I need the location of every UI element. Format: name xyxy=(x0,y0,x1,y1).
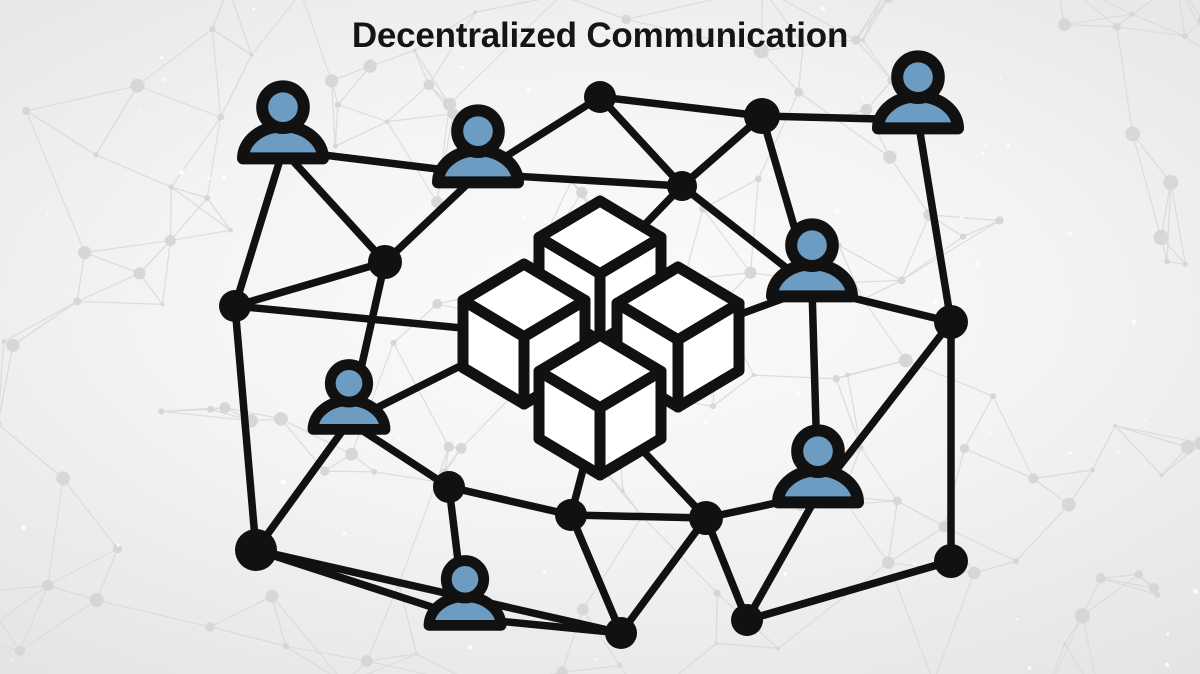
network-link xyxy=(231,258,389,310)
network-link xyxy=(596,93,766,120)
network-node[interactable] xyxy=(555,499,587,531)
network-nodes xyxy=(219,81,968,649)
network-node[interactable] xyxy=(368,245,402,279)
network-link xyxy=(231,302,260,554)
person-right-upper[interactable] xyxy=(766,218,858,303)
network-link xyxy=(567,511,710,522)
network-node[interactable] xyxy=(605,617,637,649)
network-link xyxy=(252,546,625,637)
network-link xyxy=(743,490,822,624)
network-node[interactable] xyxy=(219,290,251,322)
network-link xyxy=(567,511,625,637)
cube-right xyxy=(611,261,745,413)
page-title: Decentralized Communication xyxy=(351,16,849,55)
person-top-left[interactable] xyxy=(237,80,329,165)
person-top-right[interactable] xyxy=(872,50,964,135)
network-node[interactable] xyxy=(934,305,968,339)
blockchain-cubes-icon xyxy=(457,195,745,481)
network-link xyxy=(231,146,287,310)
person-top-mid[interactable] xyxy=(432,104,524,189)
network-link xyxy=(445,483,575,519)
network-node[interactable] xyxy=(689,501,723,535)
network-node[interactable] xyxy=(731,604,763,636)
network-link xyxy=(252,418,353,554)
network-node[interactable] xyxy=(235,529,277,571)
person-left-mid[interactable] xyxy=(307,359,391,435)
person-bottom[interactable] xyxy=(423,555,507,631)
network-node[interactable] xyxy=(584,81,616,113)
network-node[interactable] xyxy=(934,544,968,578)
network-link xyxy=(279,146,389,266)
network-node[interactable] xyxy=(744,98,780,134)
network-link xyxy=(617,514,710,637)
network-node[interactable] xyxy=(433,471,465,503)
network-people xyxy=(237,50,964,631)
network-link xyxy=(381,170,482,266)
network-link xyxy=(596,93,686,190)
network-link xyxy=(914,116,955,326)
network-node[interactable] xyxy=(667,171,697,201)
cube-bottom xyxy=(533,329,667,481)
network-link xyxy=(743,557,955,624)
network-link xyxy=(702,514,751,624)
person-right-lower[interactable] xyxy=(772,424,864,509)
